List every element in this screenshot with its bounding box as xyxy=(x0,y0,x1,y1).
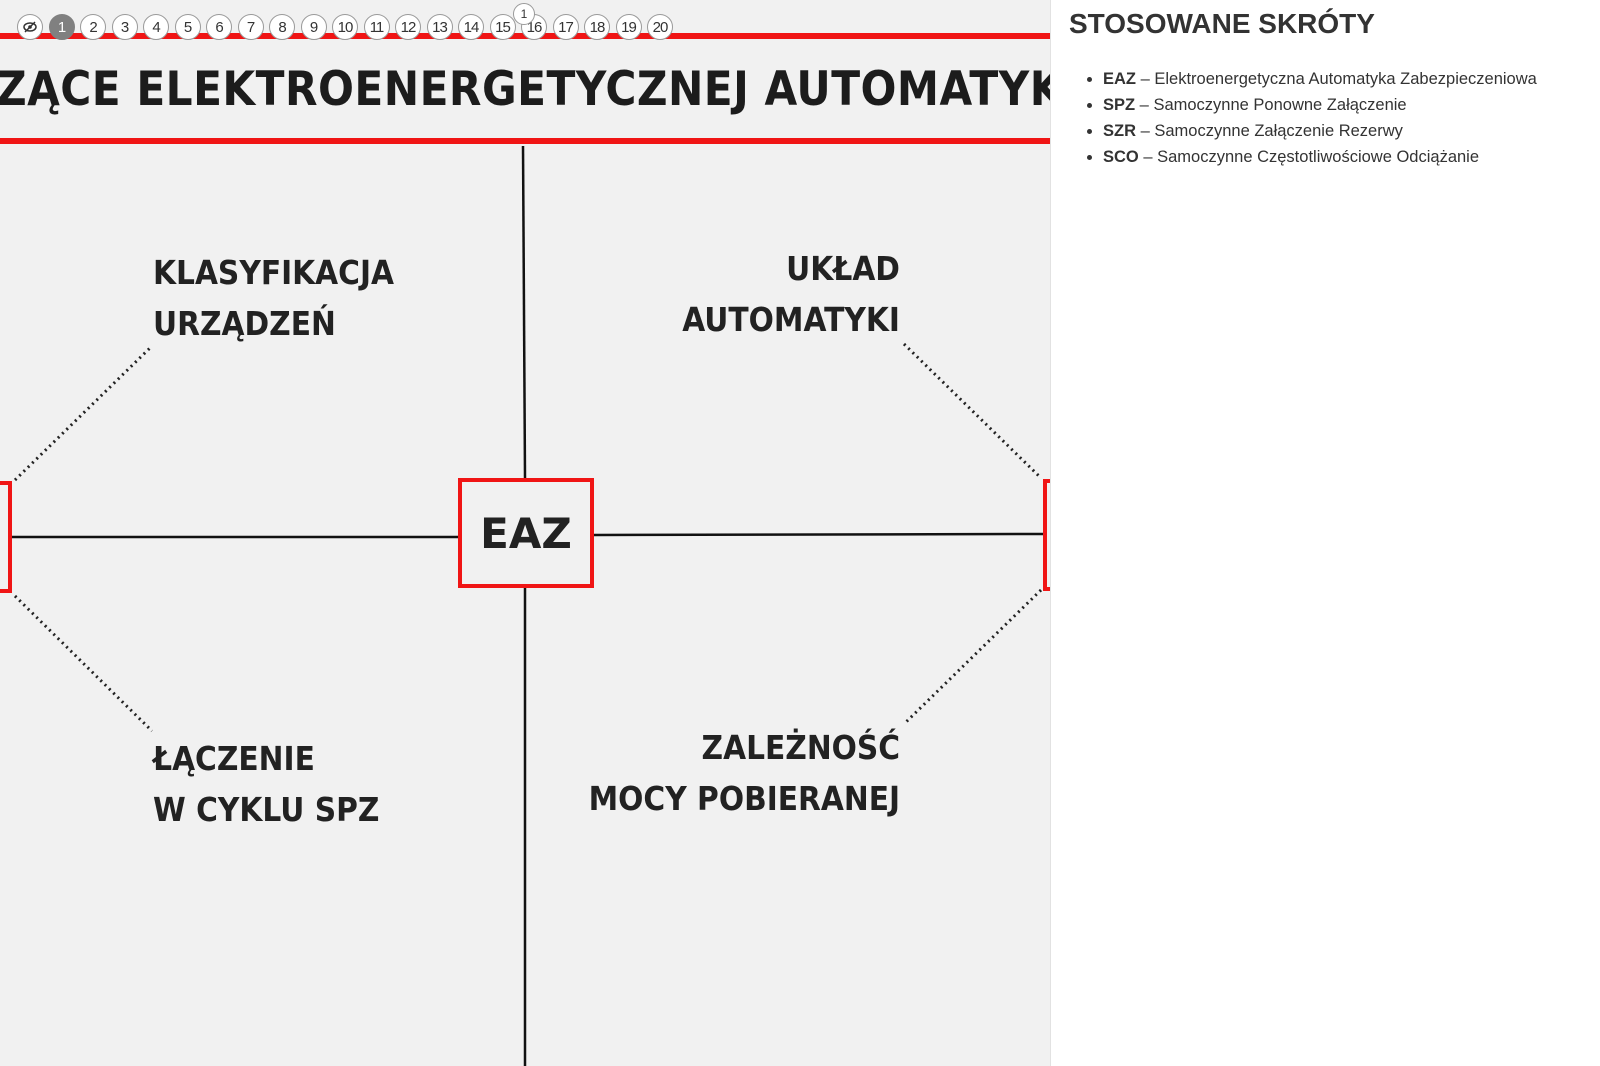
page-button-20[interactable]: 20 xyxy=(647,14,673,40)
page-button-11[interactable]: 11 xyxy=(363,14,390,40)
eye-slash-icon xyxy=(23,21,37,33)
label-line: W CYKLU SPZ xyxy=(153,790,380,829)
separator: – xyxy=(1138,148,1158,166)
label-line: ŁĄCZENIE xyxy=(153,739,315,778)
label-top-left: KLASYFIKACJA URZĄDZEŃ xyxy=(153,247,394,349)
left-node-box xyxy=(0,481,12,593)
right-node-box xyxy=(1043,479,1050,591)
page-button-1[interactable]: 1 xyxy=(48,14,75,40)
notes-panel: STOSOWANE SKRÓTY EAZ – Elektroenergetycz… xyxy=(1050,0,1600,1066)
label-line: KLASYFIKACJA xyxy=(153,253,395,292)
page-button-17[interactable]: 17 xyxy=(552,14,579,40)
page-button-4[interactable]: 4 xyxy=(143,14,169,40)
page-button-10[interactable]: 10 xyxy=(332,14,358,40)
page-button-3[interactable]: 3 xyxy=(111,14,138,40)
dotted-top-left xyxy=(13,344,154,482)
abbreviation-item: SPZ – Samoczynne Ponowne Załączenie xyxy=(1103,92,1537,118)
page-button-7[interactable]: 7 xyxy=(237,14,264,40)
label-bottom-right: ZALEŻNOŚĆ MOCY POBIERANEJ xyxy=(589,722,900,824)
abbreviation-item: SCO – Samoczynne Częstotliwościowe Odcią… xyxy=(1103,144,1537,170)
label-bottom-left: ŁĄCZENIE W CYKLU SPZ xyxy=(153,733,379,835)
slide-title: ZĄCE ELEKTROENERGETYCZNEJ AUTOMATYK xyxy=(0,62,1050,117)
hide-pager-button[interactable] xyxy=(17,14,43,40)
current-slide-marker: 1 xyxy=(513,3,535,25)
connector-right xyxy=(593,532,1044,537)
center-node-eaz: EAZ xyxy=(458,478,594,588)
dotted-bottom-right xyxy=(902,588,1043,726)
abbreviation-list: EAZ – Elektroenergetyczna Automatyka Zab… xyxy=(1085,66,1537,170)
separator: – xyxy=(1136,70,1155,88)
page-button-15[interactable]: 15 xyxy=(489,14,516,40)
abbreviation-item: SZR – Samoczynne Załączenie Rezerwy xyxy=(1103,118,1537,144)
page-button-19[interactable]: 19 xyxy=(615,14,642,40)
label-top-right: UKŁAD AUTOMATYKI xyxy=(682,243,900,345)
separator: – xyxy=(1135,96,1154,114)
panel-title: STOSOWANE SKRÓTY xyxy=(1069,8,1375,39)
separator: – xyxy=(1136,122,1155,140)
label-line: MOCY POBIERANEJ xyxy=(588,779,900,818)
connector-top xyxy=(521,145,527,479)
label-line: UKŁAD xyxy=(786,249,900,288)
abbreviation-item: EAZ – Elektroenergetyczna Automatyka Zab… xyxy=(1103,66,1537,92)
abbreviation: EAZ xyxy=(1103,70,1136,88)
page-button-5[interactable]: 5 xyxy=(174,14,201,40)
abbreviation: SCO xyxy=(1103,148,1139,166)
abbreviation-meaning: Samoczynne Ponowne Załączenie xyxy=(1153,96,1407,114)
diagram xyxy=(0,145,1050,1066)
page-button-9[interactable]: 9 xyxy=(300,14,327,40)
dotted-top-right xyxy=(902,342,1043,480)
dotted-bottom-left xyxy=(13,594,154,733)
page-button-2[interactable]: 2 xyxy=(80,14,106,40)
abbreviation-meaning: Samoczynne Załączenie Rezerwy xyxy=(1154,122,1403,140)
page-button-6[interactable]: 6 xyxy=(206,14,232,40)
label-line: ZALEŻNOŚĆ xyxy=(701,728,900,767)
label-line: AUTOMATYKI xyxy=(682,300,900,339)
abbreviation: SZR xyxy=(1103,122,1136,140)
page-button-14[interactable]: 14 xyxy=(458,14,484,40)
abbreviation-meaning: Samoczynne Częstotliwościowe Odciążanie xyxy=(1157,148,1480,166)
page-button-18[interactable]: 18 xyxy=(584,14,610,40)
label-line: URZĄDZEŃ xyxy=(153,304,336,343)
title-bottom-rule xyxy=(0,138,1050,144)
page-button-12[interactable]: 12 xyxy=(395,14,421,40)
page-button-8[interactable]: 8 xyxy=(269,14,295,40)
abbreviation: SPZ xyxy=(1103,96,1136,114)
page-button-13[interactable]: 13 xyxy=(426,14,453,40)
abbreviation-meaning: Elektroenergetyczna Automatyka Zabezpiec… xyxy=(1154,70,1537,88)
